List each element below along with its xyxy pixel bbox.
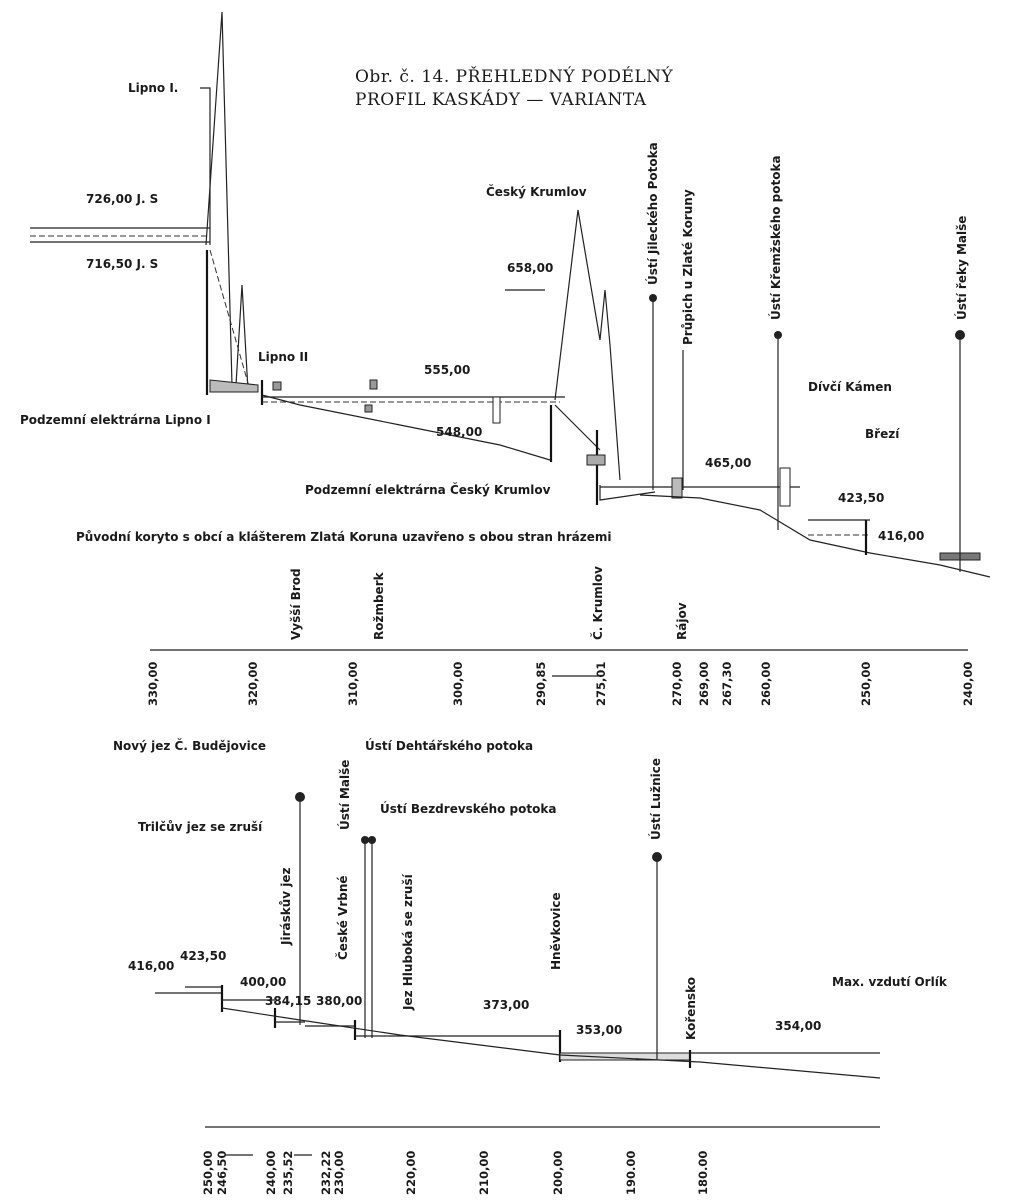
figure-title-line2: PROFIL KASKÁDY — VARIANTA bbox=[355, 89, 647, 110]
axis-top-tick: 270,00 bbox=[670, 662, 684, 706]
label-divci-kamen: Dívčí Kámen bbox=[808, 380, 892, 394]
label-brezi: Březí bbox=[865, 427, 900, 441]
axis-top-tick: 269,00 bbox=[697, 662, 711, 706]
label-level-384: 384,15 bbox=[265, 994, 311, 1008]
label-level-423: 423,50 bbox=[838, 491, 884, 505]
label-level-400: 400,00 bbox=[240, 975, 286, 989]
place-rajov: Rájov bbox=[675, 602, 689, 640]
label-level-555: 555,00 bbox=[424, 363, 470, 377]
axis-top-tick: 260,00 bbox=[759, 662, 773, 706]
label-level-465: 465,00 bbox=[705, 456, 751, 470]
label-level-726: 726,00 J. S bbox=[86, 192, 158, 206]
label-korensko: Kořensko bbox=[684, 977, 698, 1040]
axis-bottom-tick: 200,00 bbox=[551, 1151, 565, 1195]
axis-bottom-tick: 190.00 bbox=[624, 1151, 638, 1195]
axis-top-tick: 300,00 bbox=[451, 662, 465, 706]
label-novy-jez: Nový jez Č. Budějovice bbox=[113, 738, 266, 753]
top-axis bbox=[150, 649, 968, 677]
label-lipno-2: Lipno II bbox=[258, 350, 308, 364]
label-note-zlata-koruna: Původní koryto s obcí a klášterem Zlatá … bbox=[76, 530, 611, 544]
label-level-380: 380,00 bbox=[316, 994, 362, 1008]
axis-bottom-tick: 235,52 bbox=[281, 1151, 295, 1195]
label-level-354: 354,00 bbox=[775, 1019, 821, 1033]
bottom-profile-drawing bbox=[155, 792, 881, 1079]
label-level-353: 353,00 bbox=[576, 1023, 622, 1037]
axis-top-tick: 290,85 bbox=[534, 662, 548, 706]
label-usti-bezdrevskeho: Ústí Bezdrevského potoka bbox=[380, 801, 556, 816]
label-usti-kremzskeho: Ústí Křemžského potoka bbox=[768, 155, 783, 320]
label-max-vzduti-orlik: Max. vzdutí Orlík bbox=[832, 975, 948, 989]
label-level-423-bottom: 423,50 bbox=[180, 949, 226, 963]
place-c-krumlov: Č. Krumlov bbox=[590, 566, 605, 640]
axis-top-tick: 267,30 bbox=[720, 662, 734, 706]
axis-bottom-tick: 210,00 bbox=[477, 1151, 491, 1195]
axis-top-tick: 250,00 bbox=[859, 662, 873, 706]
axis-bottom-tick: 220,00 bbox=[404, 1151, 418, 1195]
label-prupich: Průpich u Zlaté Koruny bbox=[681, 189, 695, 345]
place-vyssi-brod: Vyšší Brod bbox=[289, 568, 303, 640]
label-level-716: 716,50 J. S bbox=[86, 257, 158, 271]
axis-top-tick: 320,00 bbox=[246, 662, 260, 706]
label-usti-jileckeho: Ústí Jileckého Potoka bbox=[645, 142, 660, 285]
label-level-548: 548,00 bbox=[436, 425, 482, 439]
label-level-416-bottom: 416,00 bbox=[128, 959, 174, 973]
axis-bottom-tick: 250,00 bbox=[201, 1151, 215, 1195]
label-trilcuv-jez: Trilčův jez se zruší bbox=[138, 820, 263, 834]
label-level-658: 658,00 bbox=[507, 261, 553, 275]
axis-top-tick: 240,00 bbox=[961, 662, 975, 706]
label-hnevkovice: Hněvkovice bbox=[549, 892, 563, 970]
label-podzemni-ck: Podzemní elektrárna Český Krumlov bbox=[305, 482, 551, 497]
label-level-373: 373,00 bbox=[483, 998, 529, 1012]
axis-bottom-tick: 180.00 bbox=[696, 1151, 710, 1195]
label-usti-malse: Ústí řeky Malše bbox=[954, 216, 969, 320]
label-lipno-1: Lipno I. bbox=[128, 81, 178, 95]
axis-top-tick: 330,00 bbox=[146, 662, 160, 706]
axis-bottom-tick: 246,50 bbox=[215, 1151, 229, 1195]
axis-bottom-tick: 240,00 bbox=[264, 1151, 278, 1195]
label-level-416: 416,00 bbox=[878, 529, 924, 543]
label-usti-dehtarskeho: Ústí Dehtářského potoka bbox=[365, 738, 533, 753]
bottom-axis bbox=[205, 1126, 880, 1156]
label-ceske-vrbne: České Vrbné bbox=[335, 875, 350, 960]
label-jez-hluboka: Jez Hluboká se zruší bbox=[401, 873, 415, 1011]
axis-top-tick: 310,00 bbox=[346, 662, 360, 706]
axis-bottom-tick: 232,22 bbox=[319, 1151, 333, 1195]
label-cesky-krumlov: Český Krumlov bbox=[486, 184, 587, 199]
top-profile-drawing bbox=[30, 11, 991, 578]
label-usti-malse-bottom: Ústí Malše bbox=[337, 760, 352, 830]
label-usti-luznice: Ústí Lužnice bbox=[648, 758, 663, 840]
label-jiraskuv-jez: Jiráskův jez bbox=[279, 867, 293, 946]
figure-title-line1: Obr. č. 14. PŘEHLEDNÝ PODÉLNÝ bbox=[355, 66, 674, 87]
axis-bottom-tick: 230,00 bbox=[332, 1151, 346, 1195]
label-podzemni-lipno: Podzemní elektrárna Lipno I bbox=[20, 413, 211, 427]
place-rozmberk: Rožmberk bbox=[372, 571, 386, 640]
axis-top-tick: 275,01 bbox=[594, 662, 608, 706]
